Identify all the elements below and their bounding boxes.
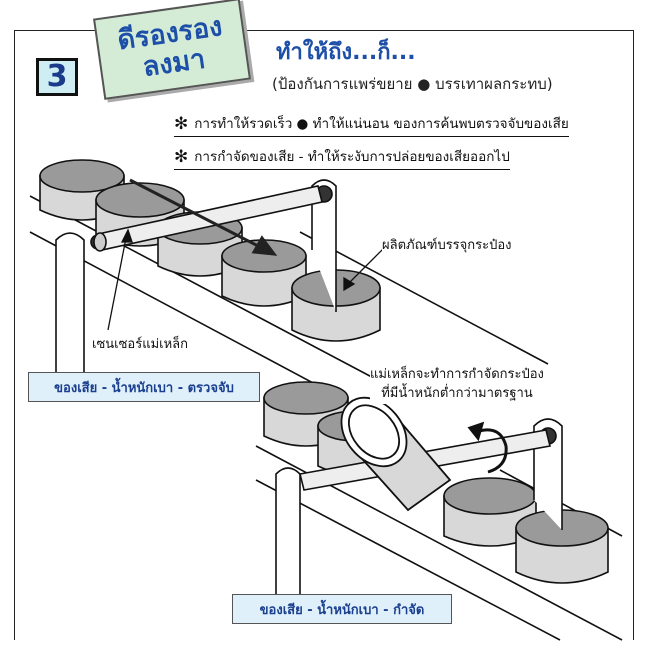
- result-box-remove: ของเสีย - น้ำหนักเบา - กำจัด: [232, 594, 452, 624]
- panel-frame: [14, 30, 634, 640]
- asterisk-icon: ✻: [174, 147, 189, 167]
- asterisk-icon: ✻: [174, 114, 189, 134]
- step-number-box: 3: [36, 58, 78, 96]
- caption-magnet-removal: แม่เหล็กจะทำการกำจัดกระป๋อง ที่มีน้ำหนัก…: [370, 366, 544, 404]
- bullet-text-2: การกำจัดของเสีย - ทำให้ระงับการปล่อยของเ…: [194, 149, 510, 165]
- can-4: [221, 239, 307, 307]
- caption-magnetic-sensor: เซนเซอร์แม่เหล็ก: [92, 333, 189, 354]
- rotation-arrow: [467, 421, 508, 474]
- rejected-can: [340, 396, 452, 512]
- motion-arrows: [129, 178, 278, 256]
- result-box-detect: ของเสีย - น้ำหนักเบา - ตรวจจับ: [28, 372, 260, 402]
- page-subtitle: (ป้องกันการแพร่ขยาย ● บรรเทาผลกระทบ): [272, 75, 553, 93]
- pointer-lines: [107, 228, 385, 331]
- bullet-item-1: ✻ การทำให้รวดเร็ว ● ทำให้แน่นอน ของการค้น…: [174, 112, 569, 137]
- can-8: [443, 477, 537, 547]
- magnetic-sensor-bar: [93, 185, 323, 252]
- page-title: ทำให้ถึง...ก็...: [276, 40, 416, 65]
- stage-tag-line2: ลงมา: [140, 43, 208, 84]
- bullet-item-2: ✻ การกำจัดของเสีย - ทำให้ระงับการปล่อยของ…: [174, 145, 510, 170]
- caption-magnet-line1: แม่เหล็กจะทำการกำจัดกระป๋อง: [370, 367, 544, 382]
- bullet-text-1: การทำให้รวดเร็ว ● ทำให้แน่นอน ของการค้นพ…: [194, 116, 569, 132]
- caption-canned-product: ผลิตภัณฑ์บรรจุกระป๋อง: [382, 234, 512, 255]
- caption-magnet-line2: ที่มีน้ำหนักต่ำกว่ามาตรฐาน: [381, 385, 533, 401]
- can-9: [515, 509, 609, 584]
